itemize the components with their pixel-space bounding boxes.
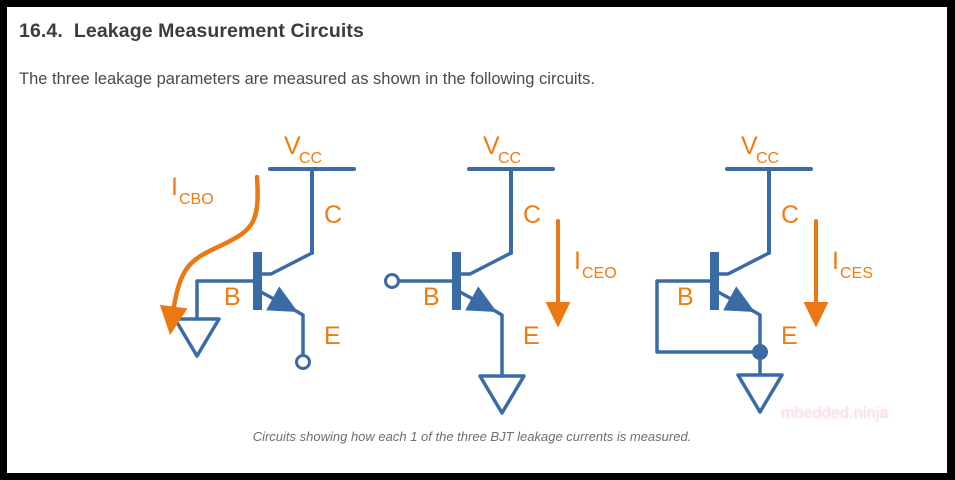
circuit-figure: V CC C B E I CBO bbox=[7, 112, 947, 417]
emitter-terminal-1 bbox=[295, 354, 311, 370]
emitter-lead-3 bbox=[716, 286, 762, 377]
document-page: 16.4. Leakage Measurement Circuits The t… bbox=[7, 7, 947, 473]
collector-lead-1 bbox=[258, 251, 314, 276]
supply-label-3: V bbox=[741, 132, 758, 160]
transistor-body-2 bbox=[452, 252, 461, 310]
icbo-circuit: V CC C B E I CBO bbox=[159, 132, 356, 370]
ground-symbol-3 bbox=[736, 373, 784, 414]
supply-sublabel-2: CC bbox=[498, 150, 521, 167]
collector-lead-2 bbox=[457, 251, 513, 276]
base-label-2: B bbox=[423, 283, 440, 311]
base-label-1: B bbox=[224, 283, 241, 311]
collector-lead-3 bbox=[715, 251, 771, 276]
intro-paragraph: The three leakage parameters are measure… bbox=[19, 70, 595, 88]
transistor-body-1 bbox=[253, 252, 262, 310]
junction-dot-3 bbox=[752, 344, 768, 360]
supply-rail-1 bbox=[268, 167, 356, 255]
emitter-label-1: E bbox=[324, 322, 341, 350]
ices-circuit: V CC C B E I CES bbox=[655, 132, 873, 414]
emitter-lead-1 bbox=[259, 286, 305, 357]
labels-circuit-1: V CC C B E I CBO bbox=[171, 132, 342, 350]
current-sublabel-1: CBO bbox=[179, 191, 214, 208]
base-terminal-2 bbox=[384, 273, 400, 289]
emitter-label-3: E bbox=[781, 322, 798, 350]
watermark: mbedded.ninja bbox=[781, 405, 889, 422]
current-sublabel-2: CEO bbox=[582, 265, 617, 282]
labels-circuit-3: V CC C B E I CES bbox=[677, 132, 873, 350]
page-title: 16.4. Leakage Measurement Circuits bbox=[19, 20, 364, 42]
figure-caption: Circuits showing how each 1 of the three… bbox=[252, 429, 692, 444]
current-label-2: I bbox=[574, 247, 581, 275]
base-short-lead-3 bbox=[655, 279, 762, 354]
base-label-3: B bbox=[677, 283, 694, 311]
current-label-1: I bbox=[171, 173, 178, 201]
base-lead-1 bbox=[195, 279, 255, 321]
supply-label-2: V bbox=[483, 132, 500, 160]
collector-label-1: C bbox=[324, 201, 342, 229]
ground-symbol-2 bbox=[478, 374, 526, 415]
labels-circuit-2: V CC C B E I CEO bbox=[423, 132, 617, 350]
supply-sublabel-3: CC bbox=[756, 150, 779, 167]
iceo-circuit: V CC C B E I CEO bbox=[384, 132, 617, 415]
supply-rail-2 bbox=[467, 167, 555, 255]
supply-label-1: V bbox=[284, 132, 301, 160]
transistor-body-3 bbox=[710, 252, 719, 310]
current-label-3: I bbox=[832, 247, 839, 275]
ground-symbol-1 bbox=[173, 317, 221, 358]
collector-label-3: C bbox=[781, 201, 799, 229]
supply-rail-3 bbox=[725, 167, 813, 255]
emitter-lead-2 bbox=[458, 286, 504, 378]
supply-sublabel-1: CC bbox=[299, 150, 322, 167]
circuit-diagram-svg: V CC C B E I CBO bbox=[159, 132, 873, 415]
current-sublabel-3: CES bbox=[840, 265, 873, 282]
icbo-current-arrow bbox=[159, 174, 260, 336]
collector-label-2: C bbox=[523, 201, 541, 229]
emitter-label-2: E bbox=[523, 322, 540, 350]
